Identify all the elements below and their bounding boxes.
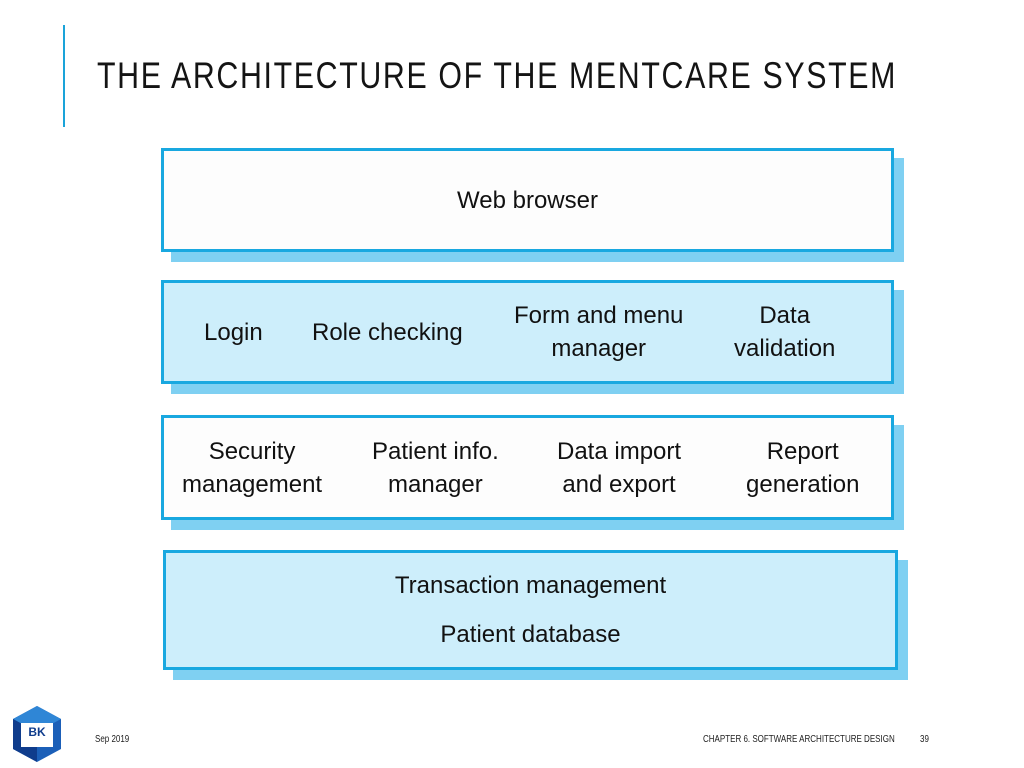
layer-box: Transaction management Patient database bbox=[163, 550, 898, 670]
layer-box: Security management Patient info. manage… bbox=[161, 415, 894, 520]
layer-user-interface: Login Role checking Form and menu manage… bbox=[161, 280, 904, 394]
layer-data: Transaction management Patient database bbox=[163, 550, 908, 680]
component-form-menu-manager: Form and menu manager bbox=[514, 302, 684, 362]
university-logo: BK TP.HCM bbox=[9, 704, 65, 764]
component-patient-database: Patient database bbox=[440, 621, 621, 648]
component-role-checking: Role checking bbox=[312, 318, 463, 346]
footer-date: Sep 2019 bbox=[95, 734, 130, 745]
slide-title: The architecture of the Mentcare system bbox=[97, 55, 898, 96]
component-data-import-export: Data import and export bbox=[557, 437, 682, 498]
logo-text: BK bbox=[28, 725, 46, 739]
component-report-generation: Report generation bbox=[746, 437, 860, 498]
layer-web-browser: Web browser bbox=[161, 148, 904, 262]
logo-subtext: TP.HCM bbox=[27, 739, 47, 745]
component-security-management: Security management bbox=[182, 437, 323, 498]
layer-application: Security management Patient info. manage… bbox=[161, 415, 904, 530]
component-transaction-management: Transaction management bbox=[394, 572, 667, 599]
layer-box: Web browser bbox=[161, 148, 894, 252]
footer-chapter: Chapter 6. Software architecture design bbox=[703, 734, 895, 745]
layer-box: Login Role checking Form and menu manage… bbox=[161, 280, 894, 384]
component-data-validation: Data validation bbox=[734, 302, 836, 362]
component-web-browser: Web browser bbox=[457, 186, 598, 214]
component-patient-info-manager: Patient info. manager bbox=[372, 437, 499, 498]
title-accent-line bbox=[63, 25, 65, 127]
logo-hexagon-icon bbox=[13, 706, 61, 762]
footer-page-number: 39 bbox=[920, 734, 929, 745]
component-login: Login bbox=[204, 318, 263, 346]
